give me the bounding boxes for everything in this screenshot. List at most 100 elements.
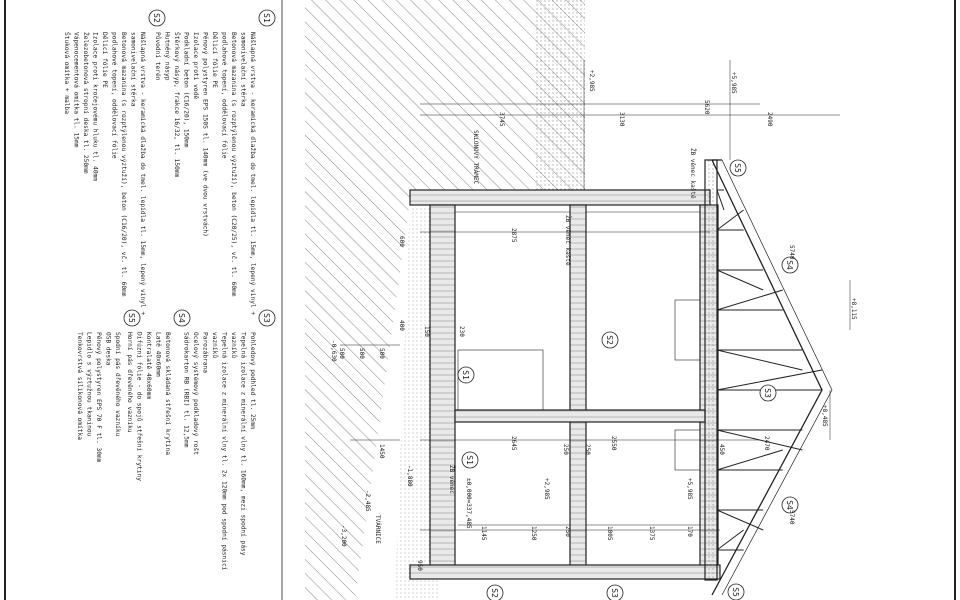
drawing-tag: S4 [781, 496, 799, 514]
small-dim-text: 950 [416, 560, 423, 571]
drawing-tag: S2 [486, 584, 504, 600]
note-text: ŽB věnec kaště [564, 215, 572, 266]
soil-dots [535, 0, 585, 190]
interior-lines [455, 211, 701, 526]
legend-line: Kontralatě 40x60mm [145, 332, 153, 399]
drawing-tag: S4 [781, 256, 799, 274]
soil-hatch [305, 0, 585, 600]
legend-line: Betonová mazanina (s rozptýlenou výztuží… [230, 32, 238, 297]
legend-line: samonivelační stěrka [240, 32, 248, 107]
legend-tag-circle [173, 309, 191, 327]
small-dim-text: 400 [398, 320, 405, 331]
legend-line: Pohledový podhled tl. 25mm [249, 332, 257, 429]
legend-line: Sádrokarton RB (RBI) tl. 12,5mm [183, 332, 191, 448]
svg-text:S3: S3 [610, 588, 619, 598]
legend-line: Tepelná izolace z minerální vlny tl. 160… [240, 332, 248, 556]
small-dim-text: 600 [398, 236, 405, 247]
legend-line: Původní terén [154, 32, 162, 81]
small-dim-text: 150 [423, 326, 430, 337]
small-dim-text: 250 [562, 444, 569, 455]
level-text: +8,115 [850, 298, 857, 320]
legend-line: OSB deska [105, 332, 112, 366]
legend-line: Pěnový polystyren EPS 150S tl. 140mm (ve… [202, 32, 210, 237]
drawing-tag: S3 [606, 584, 624, 600]
legend-tag-circle [148, 9, 166, 27]
note-text: ŽB věnec kaště [689, 148, 697, 199]
legend-line: vazníků [211, 332, 219, 358]
legend-line: Difúzní fólie - do spojů střešní krytiny [136, 332, 144, 481]
legend-line: Nášlapná vrstva - keramická dlažba do tm… [249, 32, 257, 315]
level-text: -1,880 [406, 465, 413, 487]
legend-line: podlahové topení, oddělovací fólie [221, 32, 229, 159]
small-dim-text: 250 [564, 526, 571, 537]
svg-text:S4: S4 [785, 500, 794, 510]
note-text: SKLONOVÝ TRÁMEC [472, 130, 479, 185]
legend-line: Izolace proti vodě [192, 32, 200, 99]
svg-text:S1: S1 [461, 370, 470, 380]
small-dim-text: 5740 [788, 245, 795, 260]
fill-dots [395, 200, 440, 600]
svg-text:S4: S4 [785, 260, 794, 270]
legend-line: Latě 40x60mm [155, 332, 163, 377]
level-text: -3,200 [340, 525, 347, 547]
legend-line: samonivelační stěrka [130, 32, 138, 107]
legend-line: Lepidlo s výztužnou tkaninou [86, 332, 94, 437]
svg-text:S5: S5 [733, 163, 742, 173]
note-text: ŽB věnec [448, 465, 456, 494]
level-text: +2,985 [543, 478, 550, 500]
svg-text:S5: S5 [731, 587, 740, 597]
level-text: +5,985 [686, 478, 693, 500]
drawing-tag: S1 [461, 451, 479, 469]
svg-text:S2: S2 [605, 335, 614, 345]
dim-text: 2875 [510, 228, 517, 243]
drawing-tag: S5 [729, 159, 747, 177]
legend-line: Nášlapná vrstva - keramická dlažba do tm… [139, 32, 147, 315]
legend-line: Hutněný násyp [164, 32, 172, 81]
legend-line: Štěrkový násyp, frakce 16/32, tl. 150mm [173, 32, 182, 178]
legend-line: Spodní pás dřevěného vazníku [114, 332, 122, 437]
dim-text: 1250 [530, 526, 537, 541]
dim-text: 3745 [498, 112, 505, 127]
small-dim-text: 5740 [788, 510, 795, 525]
small-dim-text: 500 [338, 348, 345, 359]
legend-line: Dělicí fólie PE [211, 32, 219, 88]
svg-text:S2: S2 [490, 588, 499, 598]
legend-line: Dělicí fólie PE [101, 32, 109, 88]
dim-text: 1005 [606, 526, 613, 541]
legend-tag-label: S2 [152, 13, 161, 23]
dim-text: 1145 [480, 526, 487, 541]
dimension-lines [340, 60, 851, 531]
level-text: +8,485 [821, 405, 828, 427]
legend-line: Pěnový polystyren EPS 70 F tl. 30mm [95, 332, 103, 463]
legend-line: Štuková omítka + malba [63, 32, 72, 114]
legend-tag-circle [258, 309, 276, 327]
level-text: ±0,000=337,485 [465, 478, 472, 529]
legend-tag-label: S3 [262, 313, 271, 323]
legend-tag-label: S1 [262, 13, 271, 23]
legend-line: Horní pás dřevěného vazníku [126, 332, 134, 433]
level-text: -0,630 [330, 340, 337, 362]
legend-line: Izolace proti kročejovému hluku tl. 40mm [92, 32, 100, 181]
legend-line: Vápenocementová omítka tl. 15mm [73, 32, 81, 148]
legend-tag-label: S4 [177, 313, 186, 323]
level-text: -2,485 [364, 490, 371, 512]
legend-tag-label: S5 [127, 313, 136, 323]
svg-text:S1: S1 [465, 455, 474, 465]
dim-text: 1375 [648, 526, 655, 541]
dim-text: 2470 [763, 436, 770, 451]
drawing-tag: S2 [601, 331, 619, 349]
small-dim-text: 500 [378, 348, 385, 359]
legend-line: Betonová mazanina (s rozptýlenou výztuží… [120, 32, 128, 297]
level-text: +2,985 [588, 70, 595, 92]
drawing-tag: S5 [727, 583, 745, 600]
legend-tag-circle [258, 9, 276, 27]
level-text: +5,985 [730, 72, 737, 94]
legend-tag-circle [123, 309, 141, 327]
